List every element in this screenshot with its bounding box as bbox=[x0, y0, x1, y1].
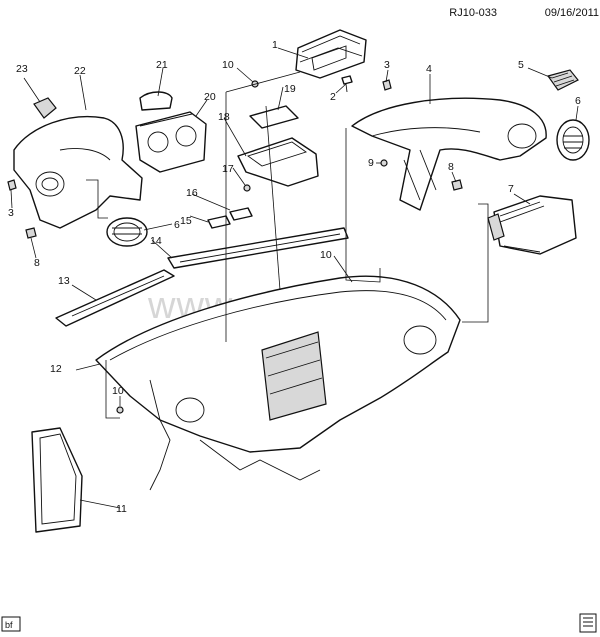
part-13-upper-trim-pad bbox=[55, 269, 175, 327]
part-3-clip-left bbox=[7, 179, 17, 191]
callout-4: 4 bbox=[426, 63, 432, 75]
part-21-switch-cover bbox=[139, 91, 173, 111]
part-6-air-vent-left bbox=[106, 217, 148, 247]
callout-16: 16 bbox=[186, 187, 198, 199]
part-17-screw bbox=[243, 184, 251, 192]
callout-6-right: 6 bbox=[575, 95, 581, 107]
part-22-left-trim-panel bbox=[13, 115, 143, 229]
part-2-screw bbox=[341, 75, 353, 93]
callout-3-right: 3 bbox=[384, 59, 390, 71]
part-20-instrument-cluster bbox=[135, 111, 207, 173]
callout-3-left: 3 bbox=[8, 207, 14, 219]
part-18-storage-bin bbox=[237, 137, 319, 187]
part-4-right-trim-panel bbox=[351, 97, 547, 211]
callout-21: 21 bbox=[156, 59, 168, 71]
callout-12: 12 bbox=[50, 363, 62, 375]
part-12-instrument-panel bbox=[95, 275, 461, 491]
part-6-air-vent-right bbox=[556, 119, 590, 161]
callout-17: 17 bbox=[222, 163, 234, 175]
part-9-screw bbox=[380, 159, 388, 167]
callout-11: 11 bbox=[116, 503, 127, 515]
part-15-trim-clip bbox=[207, 215, 231, 229]
diagram-date: 09/16/2011 bbox=[545, 7, 599, 19]
callout-9: 9 bbox=[368, 157, 374, 169]
callout-23: 23 bbox=[16, 63, 28, 75]
callout-labels: 1 2 3 4 5 6 7 8 9 10 11 12 13 14 15 16 1… bbox=[8, 39, 581, 515]
callout-10-top: 10 bbox=[222, 59, 234, 71]
callout-10-mid: 10 bbox=[320, 249, 332, 261]
callout-20: 20 bbox=[204, 91, 216, 103]
footer-badge-bf: bf bbox=[1, 616, 21, 632]
part-5-speaker-grille bbox=[547, 69, 579, 91]
part-7-glove-box bbox=[487, 195, 577, 255]
part-1-display-housing bbox=[295, 29, 367, 79]
callout-18: 18 bbox=[218, 111, 230, 123]
callout-15: 15 bbox=[180, 215, 192, 227]
callout-8-right: 8 bbox=[448, 161, 454, 173]
callout-2: 2 bbox=[330, 91, 336, 103]
callout-7: 7 bbox=[508, 183, 514, 195]
callout-10-left: 10 bbox=[112, 385, 124, 397]
parts-catalog-book-icon bbox=[579, 613, 597, 633]
part-10-screw-left bbox=[116, 406, 124, 414]
part-19-cover-panel bbox=[249, 105, 299, 129]
callout-1: 1 bbox=[272, 39, 278, 51]
part-23-bezel bbox=[33, 97, 57, 119]
part-14-defrost-grille bbox=[167, 227, 349, 269]
callout-13: 13 bbox=[58, 275, 70, 287]
part-11-side-cover bbox=[31, 427, 83, 533]
callout-6-left: 6 bbox=[174, 219, 180, 231]
diagram-id: RJ10-033 bbox=[449, 7, 497, 19]
callout-8-left: 8 bbox=[34, 257, 40, 269]
leader-lines bbox=[10, 47, 579, 509]
callout-22: 22 bbox=[74, 65, 86, 77]
part-16-trim-clip bbox=[229, 207, 253, 221]
part-8-clip-left bbox=[25, 227, 37, 239]
part-8-clip-right bbox=[451, 179, 463, 191]
callout-14: 14 bbox=[150, 235, 162, 247]
part-3-clip-right bbox=[382, 79, 392, 91]
callout-5: 5 bbox=[518, 59, 524, 71]
callout-19: 19 bbox=[284, 83, 296, 95]
footer-badge-text: bf bbox=[5, 620, 13, 630]
